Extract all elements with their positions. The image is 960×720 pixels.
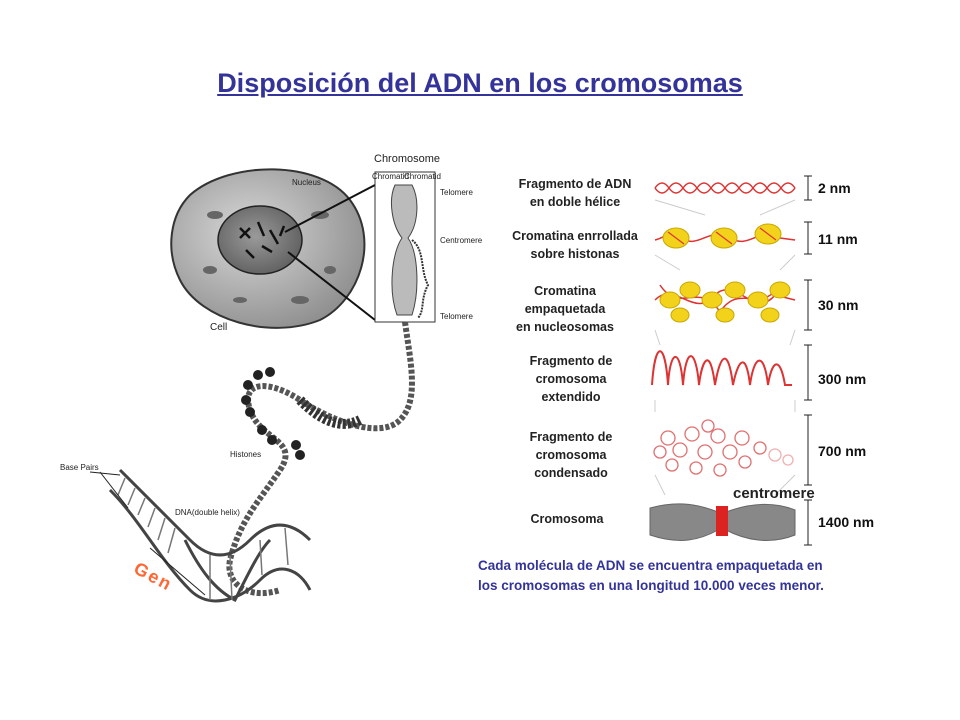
nucleus-label: Nucleus bbox=[292, 178, 321, 187]
size-2nm: 2 nm bbox=[818, 180, 851, 196]
telomere-bottom-label: Telomere bbox=[440, 312, 473, 321]
histones-label: Histones bbox=[230, 450, 262, 459]
level-1-helix bbox=[654, 182, 796, 194]
base-pair-rungs bbox=[117, 477, 289, 601]
nucleus-shape bbox=[217, 205, 303, 275]
funnel-lines bbox=[654, 199, 796, 496]
level-6-label: Cromosoma bbox=[530, 512, 604, 526]
level-5-condensed bbox=[653, 419, 794, 477]
level-4-loops bbox=[651, 350, 792, 386]
level-2-nucleosomes bbox=[654, 223, 796, 249]
histone-beads bbox=[241, 367, 305, 460]
caption: Cada molécula de ADN se encuentra empaqu… bbox=[478, 558, 824, 593]
centromere-label: Centromere bbox=[440, 236, 483, 245]
chromosome-shape bbox=[391, 184, 418, 316]
telomere-top-label: Telomere bbox=[440, 188, 473, 197]
level-3-fiber bbox=[654, 281, 796, 323]
chromosome-label: Chromosome bbox=[374, 153, 441, 165]
scale-bars bbox=[804, 175, 812, 546]
size-11nm: 11 nm bbox=[818, 231, 858, 247]
size-1400nm: 1400 nm bbox=[818, 514, 875, 530]
dna-label: DNA(double helix) bbox=[175, 508, 240, 517]
nucleus-chromosomes bbox=[239, 221, 286, 259]
centromere-label-right: centromere bbox=[733, 485, 815, 502]
level-6-chromosome bbox=[649, 503, 796, 541]
base-pairs-label: Base Pairs bbox=[60, 463, 99, 472]
chromatid-left-label: Chromatid bbox=[372, 172, 409, 181]
size-700nm: 700 nm bbox=[818, 443, 867, 459]
cell-organelles bbox=[203, 211, 336, 304]
cell-label: Cell bbox=[210, 322, 228, 333]
chromatid-right-label: Chromatid bbox=[404, 172, 441, 181]
size-300nm: 300 nm bbox=[818, 371, 867, 387]
page-title: Disposición del ADN en los cromosomas bbox=[217, 68, 743, 98]
size-30nm: 30 nm bbox=[818, 297, 859, 313]
